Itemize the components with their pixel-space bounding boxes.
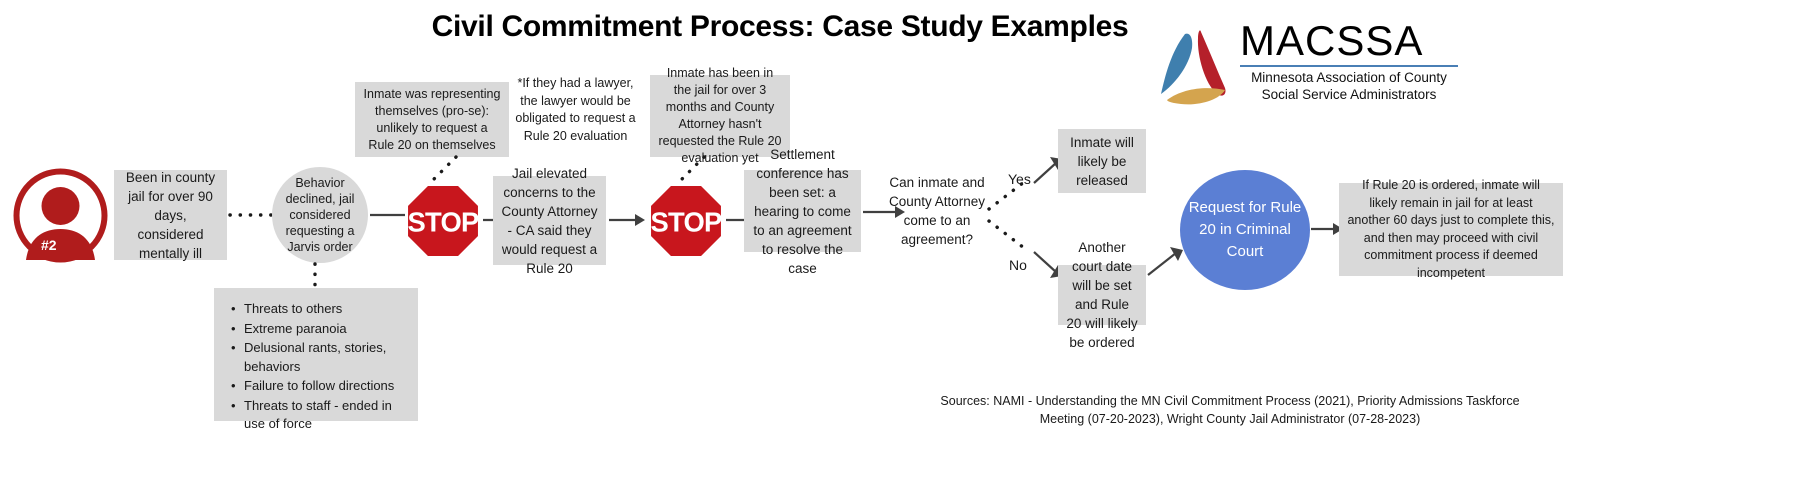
connector-dotted-behavior-to-bullets <box>313 262 317 292</box>
node-jail-elevated: Jail elevated concerns to the County Att… <box>493 166 606 276</box>
macssa-logo: MACSSA Minnesota Association of County S… <box>1155 18 1458 113</box>
connector-arrow-court-date-to-rule20 <box>1147 247 1183 276</box>
connector-dotted-start-to-behavior <box>228 213 274 217</box>
sources-line1: Sources: NAMI - Understanding the MN Civ… <box>940 394 1520 408</box>
stop-sign-2: STOP <box>648 183 724 259</box>
branch-label-no: No <box>1009 257 1027 273</box>
list-item: Threats to others <box>231 300 408 319</box>
connector-dotted-branch-yes <box>987 177 1030 211</box>
list-item: Extreme paranoia <box>231 320 408 339</box>
sources-line2: Meeting (07-20-2023), Wright County Jail… <box>1039 412 1421 426</box>
node-settlement-conference: Settlement conference has been set: a he… <box>744 147 861 276</box>
case-avatar-icon <box>13 168 108 263</box>
node-decision-question: Can inmate and County Attorney come to a… <box>888 175 986 247</box>
case-number-badge: #2 <box>41 237 57 253</box>
connector-arrow-rule20-to-final <box>1311 223 1343 235</box>
macssa-wordmark: MACSSA Minnesota Association of County S… <box>1240 18 1460 103</box>
logo-divider <box>1240 65 1458 67</box>
branch-label-yes: Yes <box>1008 171 1031 187</box>
connector-dotted-note-to-stop2 <box>662 155 706 199</box>
node-outcome-released: Inmate will likely be released <box>1058 129 1146 193</box>
list-item: Failure to follow directions <box>231 377 408 396</box>
node-final-outcome: If Rule 20 is ordered, inmate will likel… <box>1339 178 1563 280</box>
behavior-details-box: Threats to others Extreme paranoia Delus… <box>214 288 418 431</box>
connector-arrow-jail-to-stop2 <box>609 214 645 226</box>
note-pro-se: Inmate was representing themselves (pro-… <box>355 82 509 157</box>
stop-sign-icon: STOP <box>648 183 724 259</box>
macssa-logo-mark <box>1161 30 1226 105</box>
node-behavior-circle: Behavior declined, jail considered reque… <box>272 167 368 263</box>
stop-sign-1: STOP <box>405 183 481 259</box>
connector-dotted-note-to-stop1 <box>414 155 458 199</box>
connector-arrow-settlement-to-decision <box>863 206 905 218</box>
note-lawyer-obligation: *If they had a lawyer, the lawyer would … <box>515 76 636 143</box>
list-item: Delusional rants, stories, behaviors <box>231 339 408 376</box>
svg-text:STOP: STOP <box>408 207 479 238</box>
connector-dotted-branch-no <box>987 219 1030 253</box>
macssa-text: MACSSA <box>1240 17 1424 64</box>
note-three-months: Inmate has been in the jail for over 3 m… <box>650 66 790 165</box>
node-start-box: Been in county jail for over 90 days, co… <box>114 170 227 261</box>
page-title: Civil Commitment Process: Case Study Exa… <box>431 10 1129 43</box>
svg-text:STOP: STOP <box>651 207 722 238</box>
node-outcome-court-date: Another court date will be set and Rule … <box>1058 240 1146 350</box>
stop-sign-icon: STOP <box>405 183 481 259</box>
macssa-subtitle-line1: Minnesota Association of County <box>1251 70 1447 85</box>
sources-note: Sources: NAMI - Understanding the MN Civ… <box>880 392 1580 428</box>
list-item: Threats to staff - ended in use of force <box>231 397 408 434</box>
node-rule20-criminal-court: Request for Rule 20 in Criminal Court <box>1180 170 1310 290</box>
behavior-list: Threats to others Extreme paranoia Delus… <box>228 300 408 434</box>
macssa-subtitle-line2: Social Service Administrators <box>1261 87 1437 102</box>
